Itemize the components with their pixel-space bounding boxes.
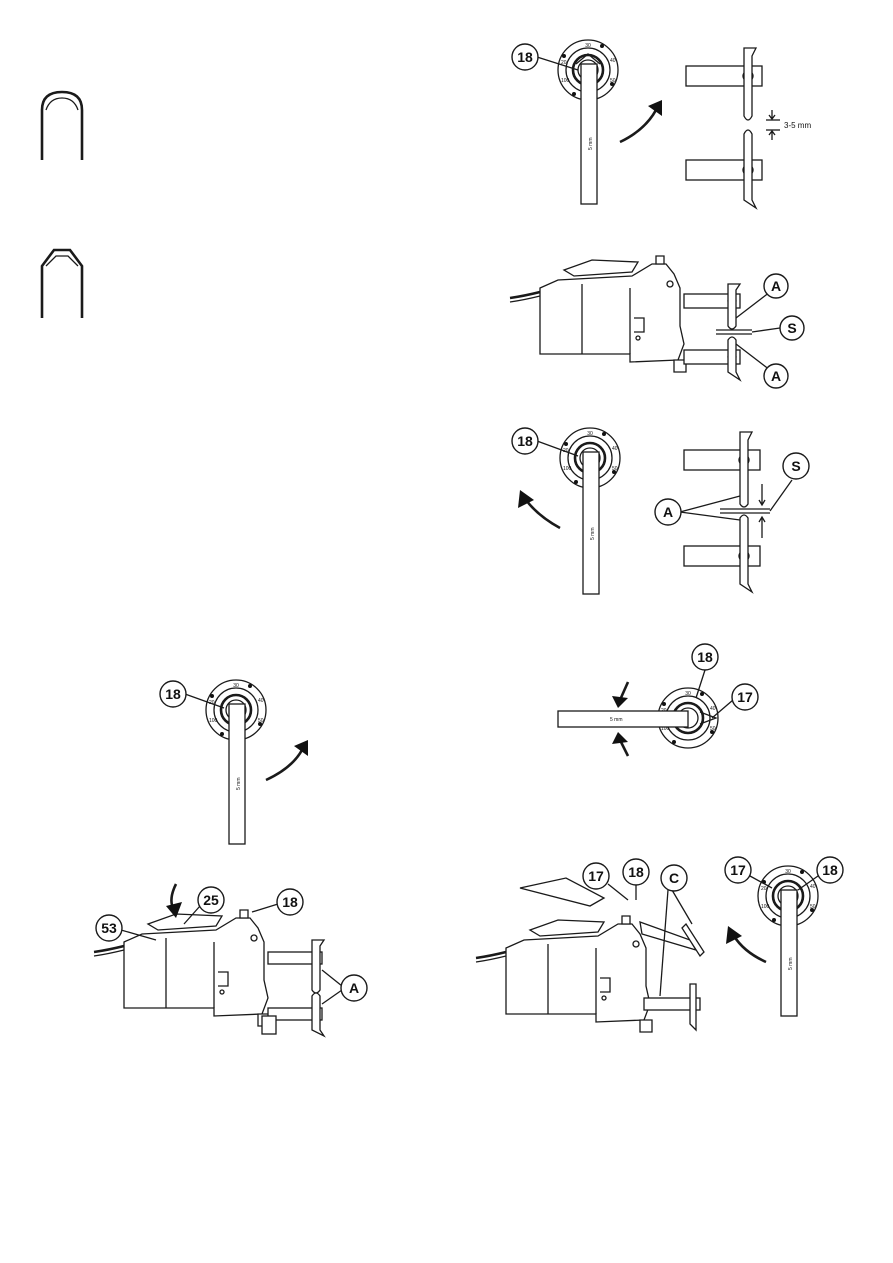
callout-A-upper: A	[735, 273, 789, 319]
svg-text:S: S	[787, 320, 796, 336]
svg-text:5 mm: 5 mm	[788, 958, 794, 971]
rounded-electrode-tip-icon	[40, 90, 84, 160]
callout-A-3: A	[654, 498, 682, 526]
svg-text:5 mm: 5 mm	[590, 528, 596, 541]
callout-A-5: A	[321, 969, 368, 1005]
callout-C: C	[659, 864, 693, 997]
curved-arrow-icon	[518, 490, 561, 530]
callout-18-4r: 18	[691, 643, 719, 699]
svg-text:17: 17	[737, 689, 753, 705]
svg-text:A: A	[771, 278, 781, 294]
pointed-electrode-tip-icon	[40, 248, 84, 318]
svg-text:18: 18	[165, 686, 181, 702]
callout-S-3: S	[782, 452, 810, 480]
callout-18-5r: 18	[622, 858, 650, 900]
dial-with-key-3: 5 mm	[558, 426, 622, 595]
electrode-pair-closed	[679, 431, 793, 594]
svg-text:5 mm: 5 mm	[236, 778, 242, 791]
svg-text:25: 25	[203, 892, 219, 908]
gun-electrodes-5	[261, 939, 326, 1038]
callout-53: 53	[95, 914, 157, 942]
callout-18-3: 18	[511, 427, 579, 457]
svg-text:3-5 mm: 3-5 mm	[784, 121, 811, 130]
svg-text:18: 18	[697, 649, 713, 665]
welding-gun-icon	[474, 914, 654, 1034]
arrow-up-icon	[612, 732, 630, 757]
svg-text:18: 18	[822, 862, 838, 878]
curved-arrow-icon	[166, 883, 182, 918]
electrode-pair-gap: 3-5 mm	[685, 47, 811, 210]
svg-text:5 mm: 5 mm	[588, 138, 594, 151]
svg-text:18: 18	[282, 894, 298, 910]
dial-with-key-4: 5 mm	[204, 678, 268, 845]
callout-18: 18	[511, 43, 579, 71]
svg-text:17: 17	[730, 862, 746, 878]
callout-A-lower: A	[735, 343, 789, 389]
svg-text:A: A	[771, 368, 781, 384]
svg-text:53: 53	[101, 920, 117, 936]
svg-text:18: 18	[517, 49, 533, 65]
arrow-down-icon	[612, 681, 630, 708]
curved-arrow-icon	[619, 100, 662, 144]
open-lever	[519, 877, 705, 1032]
callout-25: 25	[183, 886, 225, 925]
svg-text:18: 18	[517, 433, 533, 449]
svg-text:S: S	[791, 458, 800, 474]
svg-text:18: 18	[628, 864, 644, 880]
gun-electrodes-2	[683, 283, 752, 382]
welding-gun-icon	[508, 254, 688, 374]
curved-arrow-icon	[726, 926, 767, 964]
callout-17-5r: 17	[582, 862, 629, 901]
dial-horizontal-key: 5 mm	[557, 686, 720, 750]
curved-arrow-icon	[265, 740, 308, 782]
svg-text:17: 17	[588, 868, 604, 884]
svg-text:A: A	[349, 980, 359, 996]
dial-with-key-top: 5 mm	[556, 38, 620, 205]
callout-17-6: 17	[724, 856, 773, 889]
callout-17-4r: 17	[711, 683, 759, 719]
callout-18-6: 18	[797, 856, 844, 891]
callout-18-4: 18	[159, 680, 225, 709]
dial-with-key-6: 5 mm	[756, 864, 820, 1017]
callout-S-2: S	[751, 315, 805, 341]
svg-text:C: C	[669, 870, 679, 886]
svg-text:5 mm: 5 mm	[610, 717, 623, 723]
svg-text:A: A	[663, 504, 673, 520]
callout-18-5: 18	[251, 888, 304, 916]
